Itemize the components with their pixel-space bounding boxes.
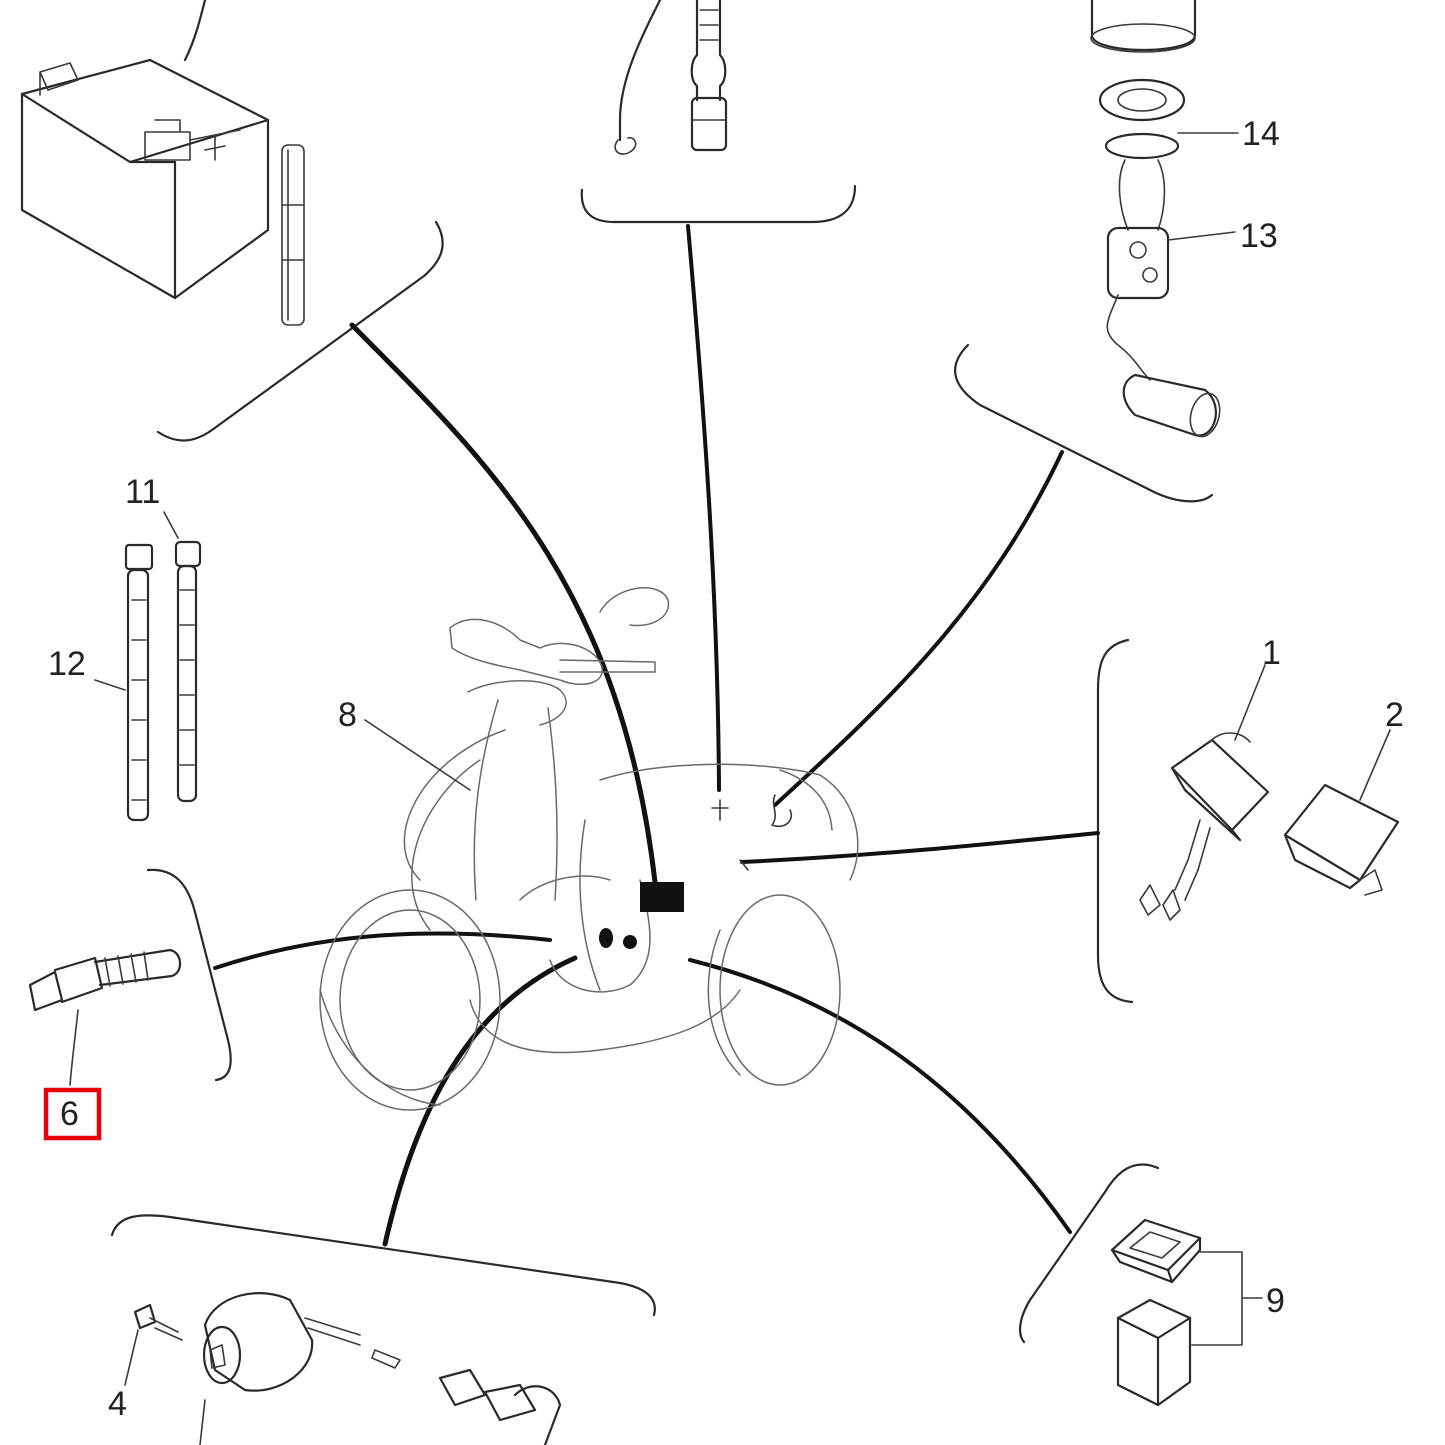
wire-to-top-center [686,224,721,792]
bracket-top-center [580,184,857,224]
wire-to-part-9 [688,958,1072,1234]
part-6-highlight-box [43,1087,102,1141]
label-part-12: 12 [48,645,86,683]
scooter-body-icon [319,587,859,1111]
ignition-coil-icon [124,1292,562,1445]
relay-2-icon [1283,729,1400,896]
bracket-relays [1096,638,1134,1004]
part-9-icon [1110,1218,1263,1407]
fuel-sender-icon [1090,0,1239,438]
wire-to-relays [740,831,1100,864]
hub-connector [640,882,684,912]
label-part-13: 13 [1240,217,1278,255]
fuse-holder-icon [614,0,728,155]
bracket-fuel-sender [953,343,1214,503]
relay-1-icon [1139,664,1270,921]
label-part-6: 6 [60,1095,79,1133]
battery-icon [20,0,305,326]
label-part-14: 14 [1242,115,1280,153]
label-part-11: 11 [125,473,160,511]
wire-to-fuel-sender [773,450,1064,807]
wire-to-battery [349,322,658,885]
label-part-8: 8 [338,696,357,734]
wire-to-ignition-coil [382,955,578,1247]
wire-to-switch-6 [213,931,552,970]
label-part-2: 2 [1385,696,1404,734]
bracket-battery [156,220,444,442]
bracket-part-9 [1018,1163,1160,1344]
cable-ties-icon [94,511,202,822]
label-part-9: 9 [1266,1282,1285,1320]
label-part-4: 4 [108,1385,127,1423]
label-part-1: 1 [1262,634,1281,672]
switch-6-icon [28,948,182,1086]
bracket-switch-6 [146,868,232,1082]
bracket-ignition-coil [110,1214,656,1317]
